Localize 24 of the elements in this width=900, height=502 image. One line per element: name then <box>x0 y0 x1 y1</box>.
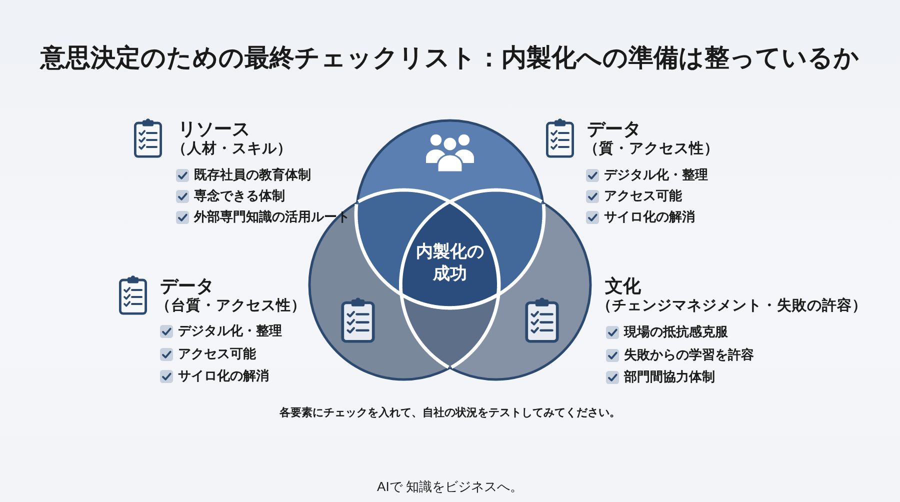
section-heading: データ <box>587 118 641 140</box>
tagline: AIで 知識をビジネスへ。 <box>377 478 523 496</box>
section-subtitle: （質・アクセス性） <box>584 140 719 159</box>
checklist-item: 既存社員の教育体制 <box>194 166 311 184</box>
section-heading: リソース <box>178 118 250 140</box>
checklist-item: アクセス可能 <box>604 187 682 205</box>
checklist-item: 専念できる体制 <box>194 187 285 205</box>
section-subtitle: （台質・アクセス性） <box>156 296 306 316</box>
checklist-item: デジタル化・整理 <box>604 166 708 184</box>
section-subtitle: （チェンジマネジメント・失敗の許容） <box>597 296 867 316</box>
checklist-item: 外部専門知識の活用ルート <box>194 208 350 226</box>
checklist-item: アクセス可能 <box>178 345 256 363</box>
page-title: 意思決定のための最終チェックリスト：内製化への準備は整っているか <box>38 43 860 73</box>
checklist-item: デジタル化・整理 <box>178 322 282 340</box>
checklist-item: サイロ化の解消 <box>604 208 695 226</box>
instruction-note: 各要素にチェックを入れて、自社の状況をテストしてみてください。 <box>280 406 620 421</box>
checklist-item: 現場の抵抗感克服 <box>624 323 728 341</box>
checklist-item: 部門間協力体制 <box>624 368 715 386</box>
checklist-item: 失敗からの学習を許容 <box>624 346 754 364</box>
section-heading: 文化 <box>605 275 641 297</box>
region-label: 内製化の成功 <box>414 240 485 285</box>
checklist-item: サイロ化の解消 <box>178 367 269 385</box>
section-heading: データ <box>160 275 214 297</box>
section-subtitle: （人材・スキル） <box>172 140 292 159</box>
